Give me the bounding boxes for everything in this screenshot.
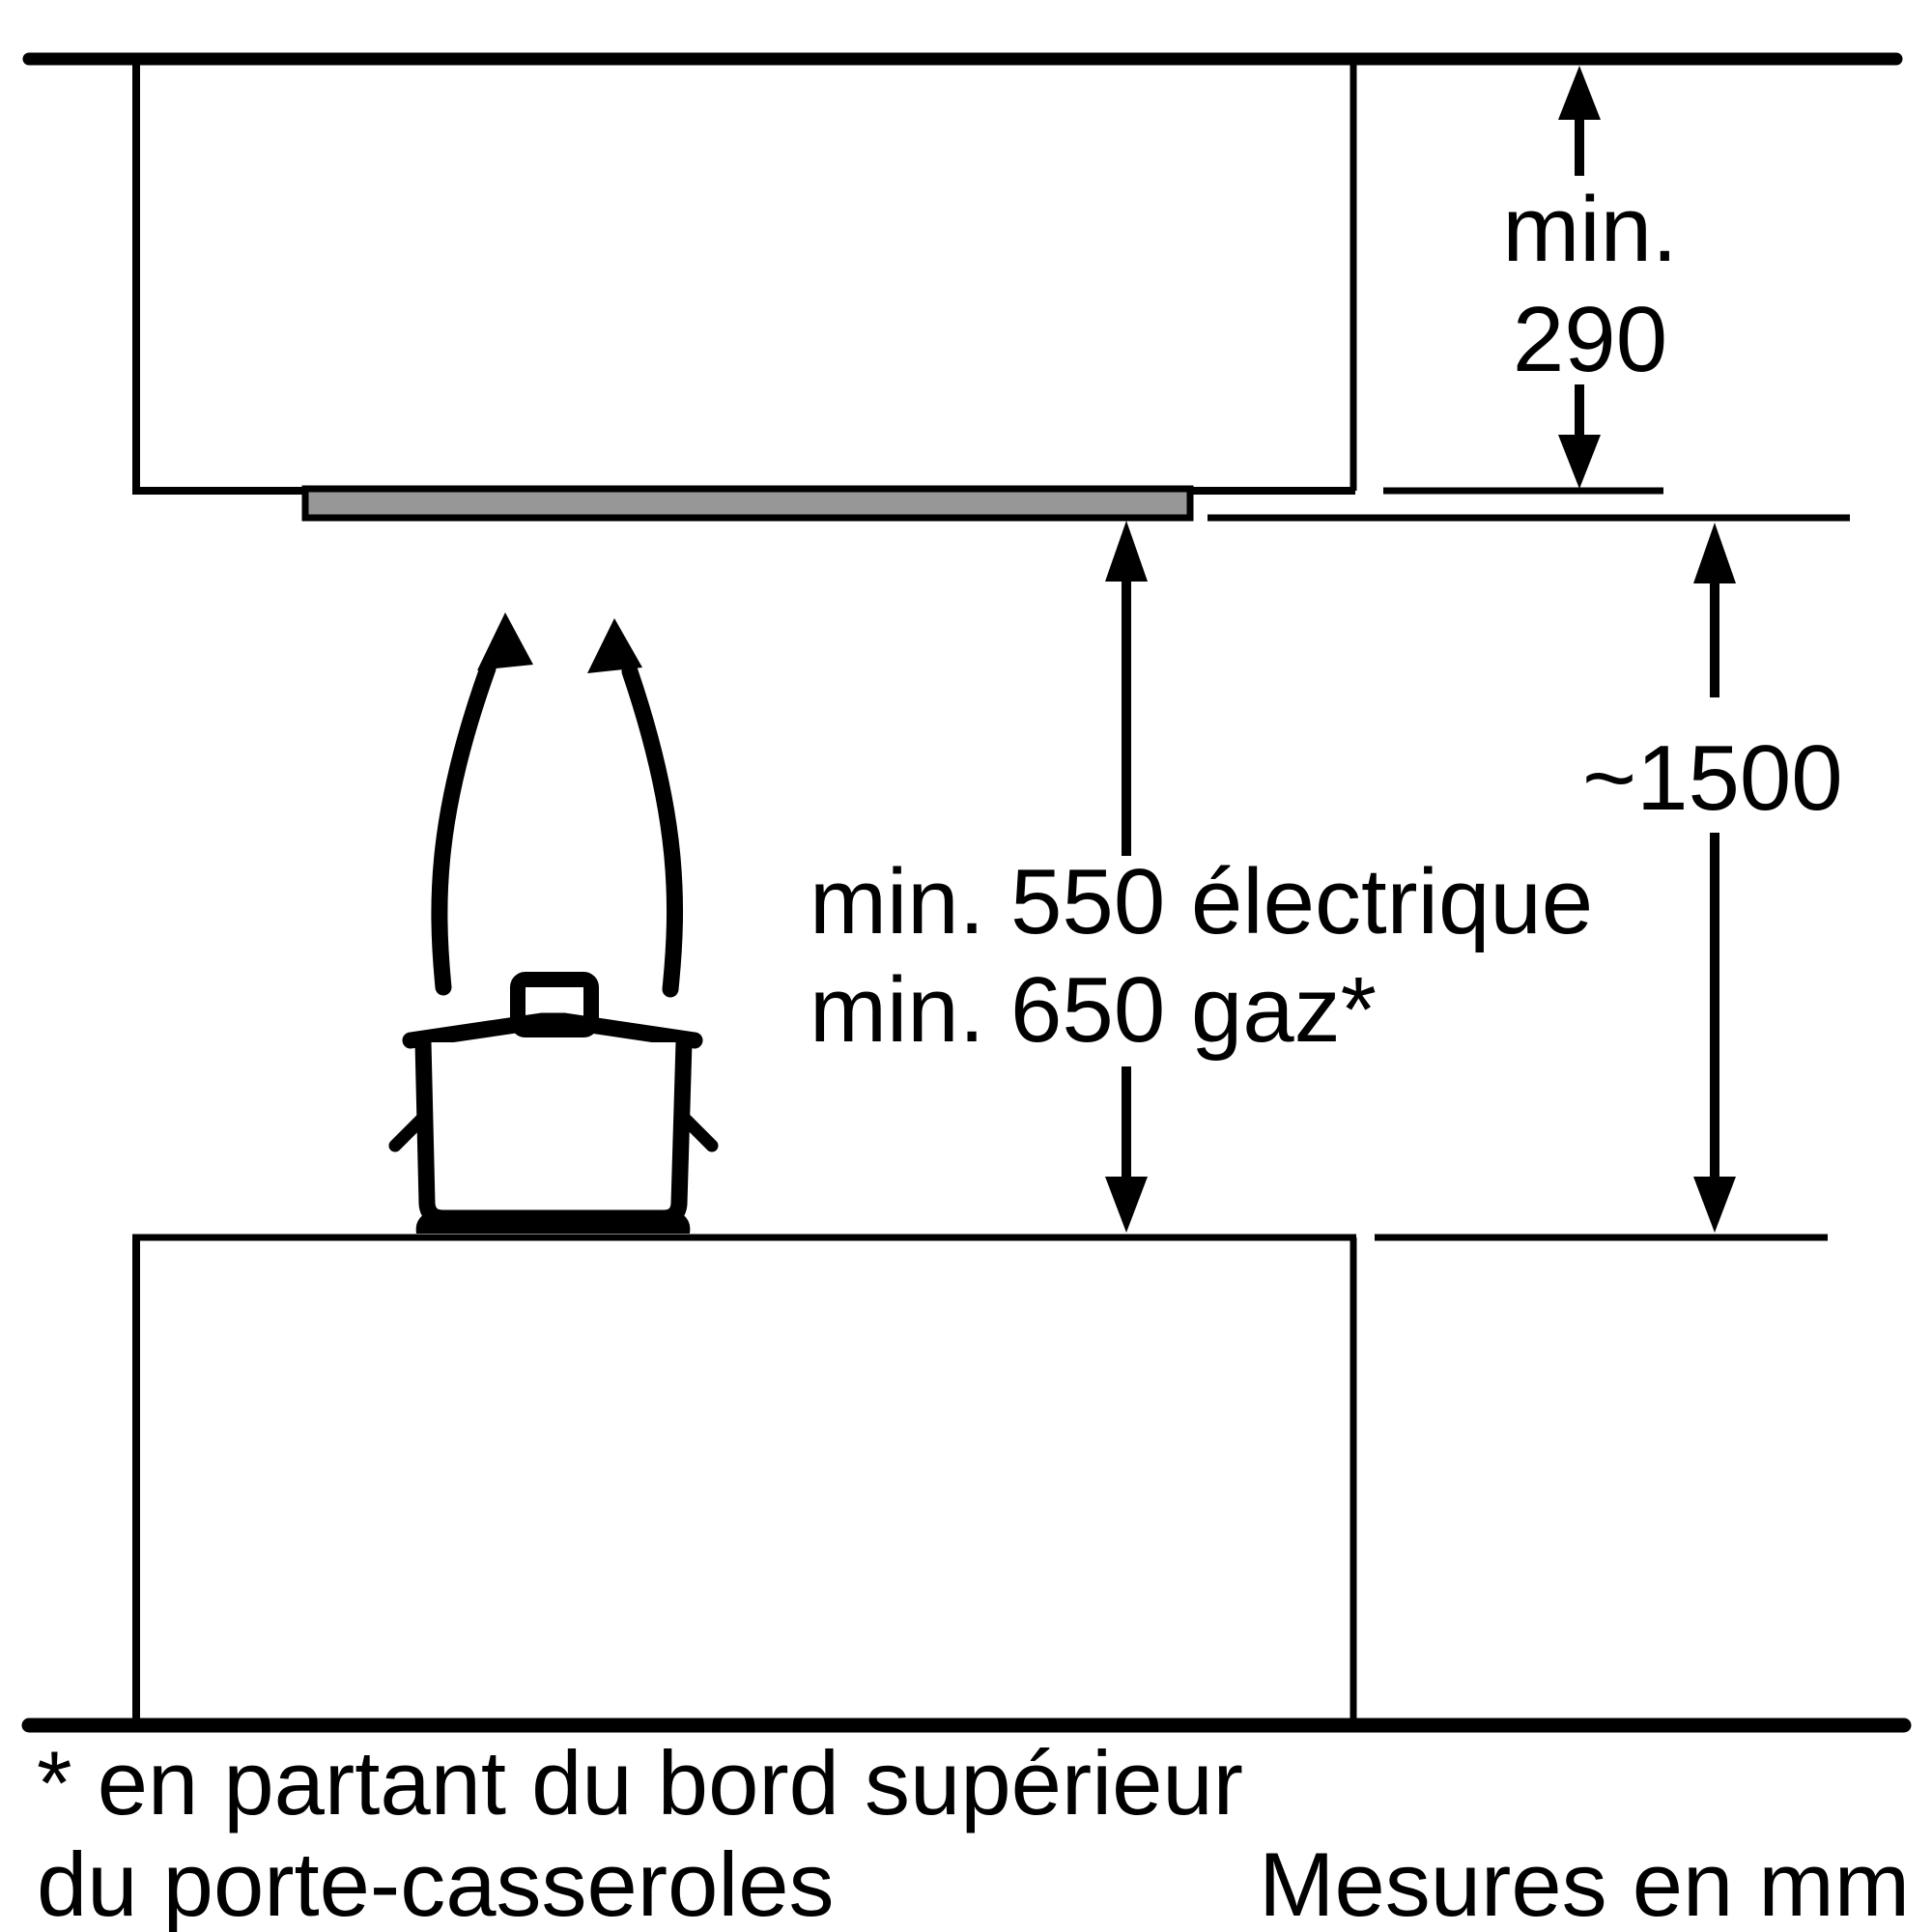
steam-left-arrowhead-icon [477,612,533,670]
pot-body [414,1041,693,1227]
label-min-top: min. [1502,178,1677,281]
pot-handle-left [388,1108,433,1152]
pot-lid [402,1012,703,1049]
steam-right-arrowhead-icon [587,618,642,673]
pot-handle-right [674,1108,719,1152]
cooking-pot [388,972,719,1234]
steam-arrows [431,612,684,998]
arrow-up-head-icon [1693,523,1736,583]
dimension-arrow-550-650 [1105,521,1148,1233]
label-clearance-electric: min. 550 électrique [810,850,1593,953]
steam-left-curve [431,660,497,996]
label-290: 290 [1513,288,1667,391]
steam-right-curve [621,663,684,998]
label-clearance-gas: min. 650 gaz* [810,958,1377,1062]
lower-cabinet [132,1234,1357,1725]
hood-body [301,485,1194,522]
arrow-down-head-icon [1105,1177,1148,1233]
dimension-arrow-290 [1558,66,1601,489]
label-1500: ~1500 [1582,726,1843,830]
arrow-down-head-icon [1558,435,1601,489]
units-note: Mesures en mm [1259,1833,1910,1932]
arrow-up-head-icon [1105,521,1148,582]
dimension-arrow-1500 [1693,523,1736,1233]
arrow-up-head-icon [1558,66,1601,120]
footnote-line2: du porte-casseroles [37,1833,835,1932]
arrow-down-head-icon [1693,1177,1736,1233]
footnote-line1: * en partant du bord supérieur [37,1732,1243,1833]
pot-base [415,1210,691,1234]
upper-cabinet [132,62,1357,495]
